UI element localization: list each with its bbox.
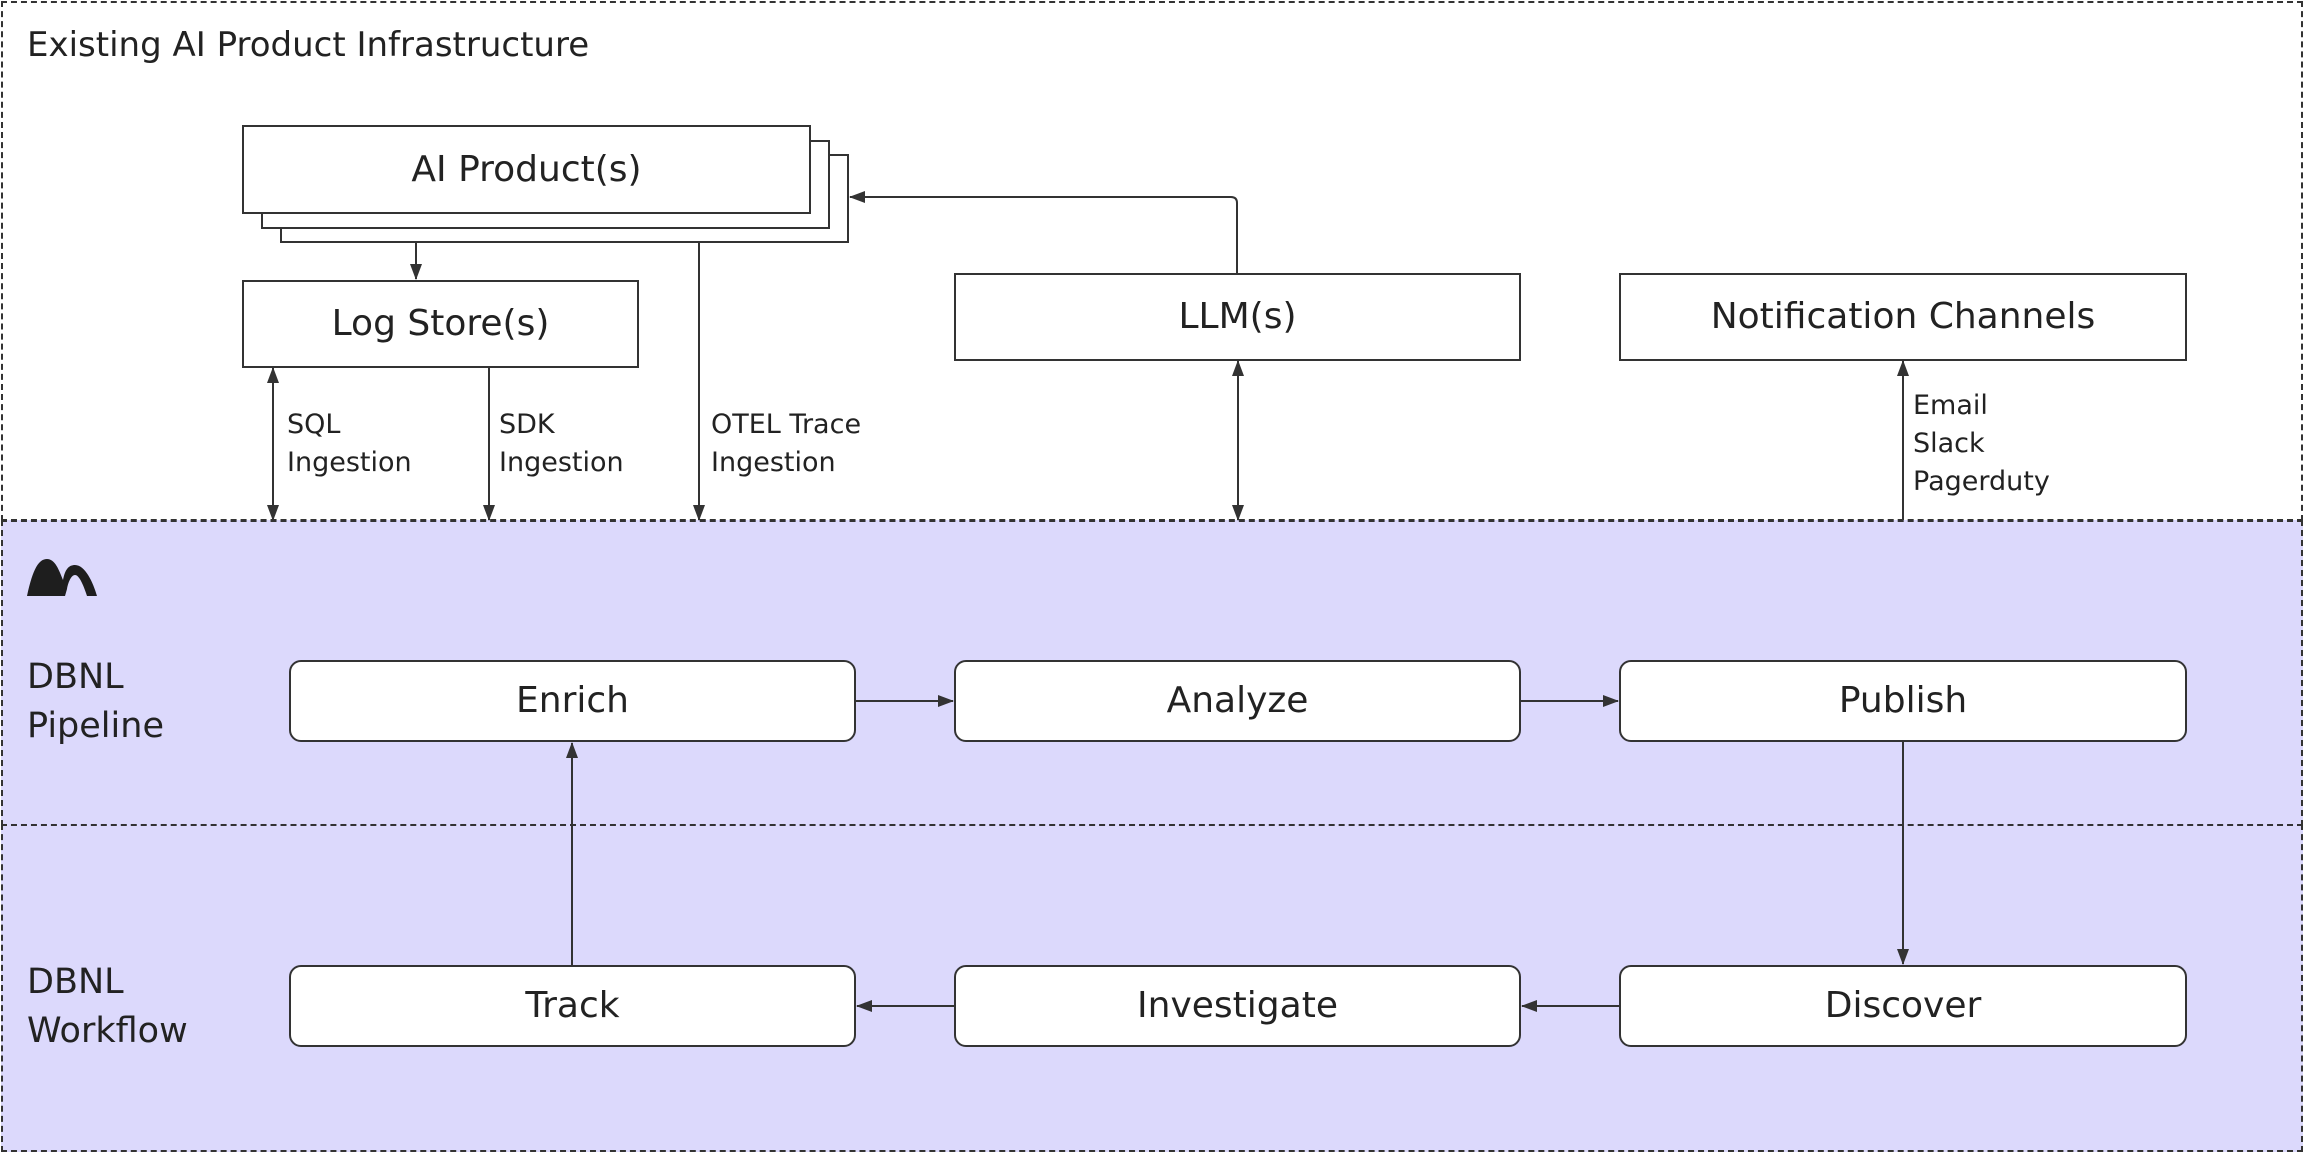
sdk-ingestion-label: SDK Ingestion <box>499 406 624 482</box>
ai-product-box: AI Product(s) <box>242 125 811 214</box>
pipeline-section-label: DBNL Pipeline <box>27 653 164 751</box>
sql-ingestion-line-1: SQL <box>287 409 341 440</box>
discover-stage: Discover <box>1619 965 2187 1047</box>
publish-stage: Publish <box>1619 660 2187 742</box>
sdk-ingestion-line-2: Ingestion <box>499 447 624 478</box>
pipeline-label-line-2: Pipeline <box>27 706 164 746</box>
mountain-logo-icon <box>27 559 97 596</box>
investigate-stage: Investigate <box>954 965 1521 1047</box>
notification-target-slack: Slack <box>1913 428 1985 459</box>
otel-ingestion-line-2: Ingestion <box>711 447 836 478</box>
existing-infrastructure-region <box>1 1 2303 521</box>
workflow-section-label: DBNL Workflow <box>27 958 188 1056</box>
sdk-ingestion-line-1: SDK <box>499 409 555 440</box>
otel-ingestion-label: OTEL Trace Ingestion <box>711 406 861 482</box>
notification-target-pagerduty: Pagerduty <box>1913 466 2050 497</box>
sql-ingestion-line-2: Ingestion <box>287 447 412 478</box>
log-store-box: Log Store(s) <box>242 280 639 368</box>
sql-ingestion-label: SQL Ingestion <box>287 406 412 482</box>
llm-to-ai-product-arrow <box>849 191 1238 273</box>
otel-ingestion-line-1: OTEL Trace <box>711 409 862 440</box>
infrastructure-title: Existing AI Product Infrastructure <box>27 25 590 65</box>
enrich-stage: Enrich <box>289 660 856 742</box>
pipeline-label-line-1: DBNL <box>27 657 124 697</box>
llm-box: LLM(s) <box>954 273 1521 361</box>
workflow-label-line-2: Workflow <box>27 1011 188 1051</box>
notification-targets-label: Email Slack Pagerduty <box>1913 387 2050 501</box>
track-stage: Track <box>289 965 856 1047</box>
analyze-stage: Analyze <box>954 660 1521 742</box>
workflow-label-line-1: DBNL <box>27 962 124 1002</box>
notification-target-email: Email <box>1913 390 1988 421</box>
